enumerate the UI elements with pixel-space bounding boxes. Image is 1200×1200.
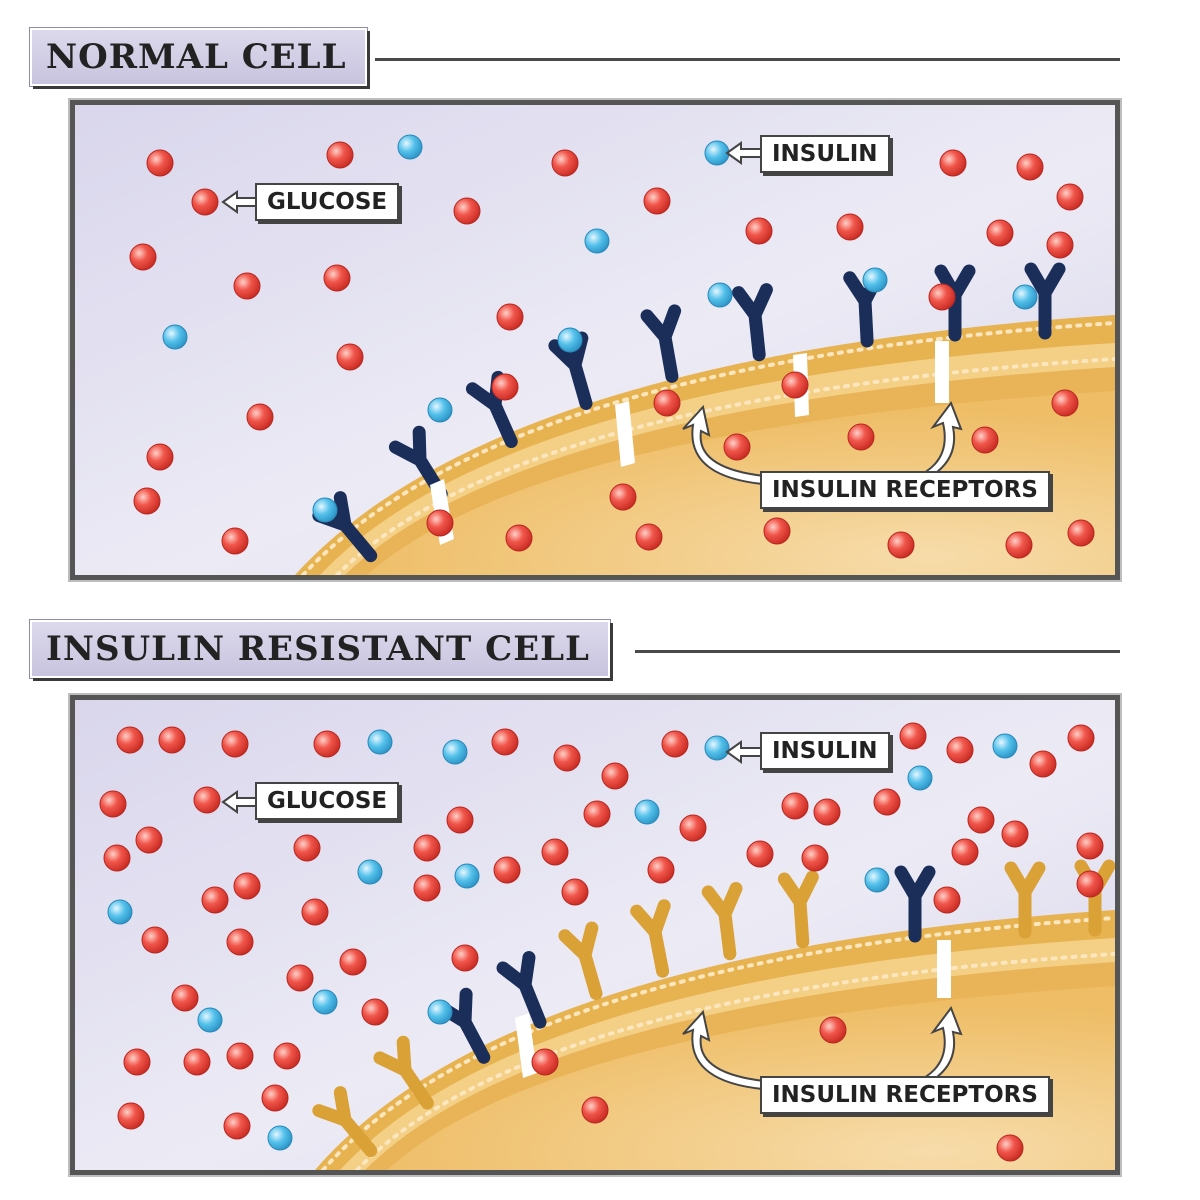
normal-cell-panel: GLUCOSE INSULIN INSULIN RECEPTORS (70, 100, 1120, 580)
insulin-label: INSULIN (760, 732, 890, 770)
cell (295, 315, 1115, 575)
insulin-resistant-cell-panel: GLUCOSE INSULIN INSULIN RECEPTORS (70, 695, 1120, 1175)
glucose-molecules (129, 141, 1095, 559)
insulin-label: INSULIN (760, 135, 890, 173)
insulin-receptors (434, 865, 936, 1064)
insulin-molecules (107, 729, 1018, 1151)
glucose-label: GLUCOSE (255, 183, 400, 221)
glucose-molecules (99, 722, 1104, 1162)
bound-insulin (427, 867, 890, 1025)
glucose-label: GLUCOSE (255, 782, 400, 820)
normal-cell-title-rule (375, 58, 1120, 61)
insulin-resistant-cell-title: INSULIN RESISTANT CELL (30, 620, 610, 678)
insulin-molecules (162, 134, 730, 350)
normal-cell-title: NORMAL CELL (30, 28, 367, 86)
insulin-receptors-label: INSULIN RECEPTORS (760, 471, 1050, 509)
bound-insulin (312, 267, 1038, 523)
insulin-receptors-label: INSULIN RECEPTORS (760, 1076, 1050, 1114)
glucose-channels (515, 940, 951, 1078)
normal-cell-diagram (75, 105, 1115, 575)
insulin-resistant-cell-title-rule (635, 650, 1120, 653)
